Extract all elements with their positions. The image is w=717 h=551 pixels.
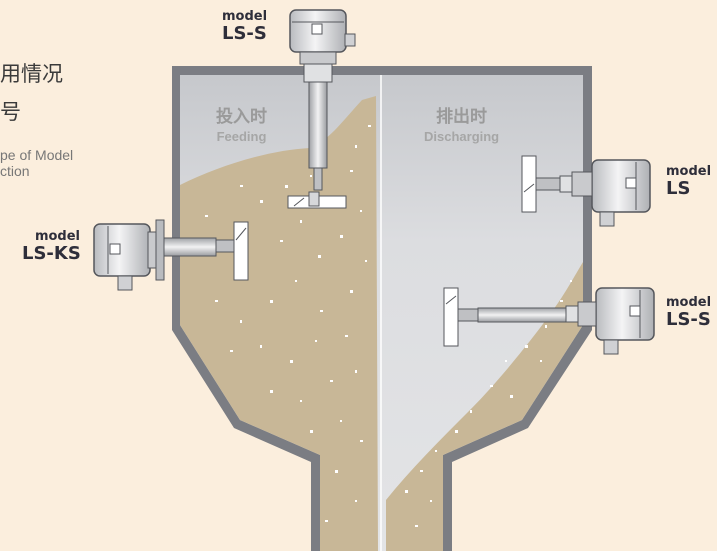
sensor-top-ls-s [287, 9, 356, 209]
model-label-right-upper: model LS [666, 165, 711, 198]
model-label-top: model LS-S [222, 10, 267, 43]
intro-title-line1: 用情况 [0, 62, 63, 86]
model-label-right-lower: model LS-S [666, 296, 711, 329]
model-label-left-name: LS-KS [22, 243, 81, 264]
phase-discharging-zh: 排出时 [436, 107, 488, 127]
phase-feeding: 投入时 Feeding [216, 102, 267, 144]
model-label-right-lower-name: LS-S [666, 309, 711, 330]
sensor-right-ls-s [443, 287, 655, 355]
model-label-right-upper-name: LS [666, 178, 691, 199]
phase-feeding-en: Feeding [216, 129, 267, 144]
sensor-right-ls [521, 155, 651, 227]
phase-feeding-zh: 投入时 [216, 107, 267, 127]
model-label-right-lower-prefix: model [666, 295, 712, 310]
phase-discharging-en: Discharging [424, 129, 500, 144]
sensor-left-ls-ks [93, 219, 249, 291]
model-label-top-name: LS-S [222, 23, 267, 44]
model-label-left: model LS-KS [22, 229, 81, 264]
intro-note-line1: pe of Model [0, 147, 74, 163]
model-label-right-upper-prefix: model [666, 164, 712, 179]
phase-discharging: 排出时 Discharging [424, 102, 499, 144]
intro-note-line2: ction [0, 163, 30, 179]
intro-title-line2: 号 [0, 100, 21, 124]
material-particles [200, 125, 371, 522]
model-label-left-prefix: model [34, 229, 80, 244]
model-label-top-prefix: model [222, 9, 268, 24]
